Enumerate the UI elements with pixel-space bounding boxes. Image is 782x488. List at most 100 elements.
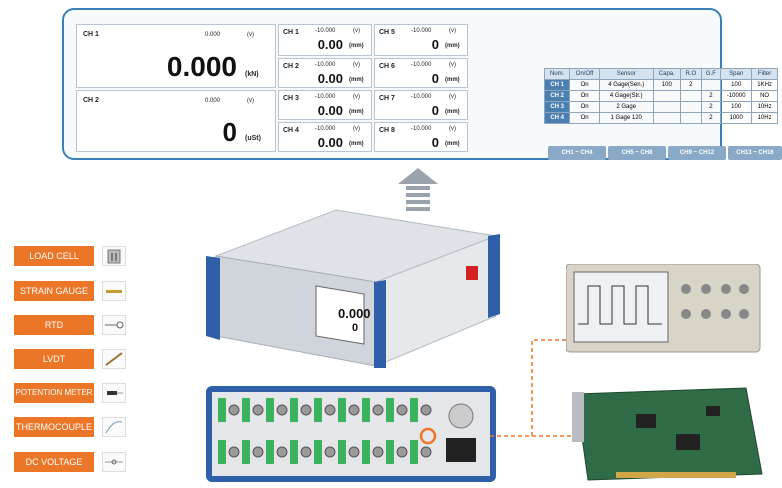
bnc-connector (300, 446, 312, 458)
sensor-table-cell (652, 112, 682, 124)
sensor-tag-lvdt: LVDT (14, 349, 94, 369)
sensor-table-cell: 1000 (720, 112, 753, 124)
channel-value: 0 (431, 71, 439, 86)
channel-small-unit: (v) (353, 62, 360, 68)
terminal-block (338, 440, 346, 464)
sensor-table-cell: On (569, 101, 600, 113)
sensor-table-cell: 4 Gage(Sen.) (598, 79, 654, 91)
bnc-connector (300, 404, 312, 416)
device-front-value-1: 0.000 (338, 306, 371, 321)
channel-panel-8: CH 8-10.000(v)0(mm) (374, 122, 468, 152)
oscilloscope (566, 264, 761, 353)
terminal-block (362, 440, 370, 464)
sensor-table-cell: On (569, 90, 600, 102)
terminal-block (410, 398, 418, 422)
sensor-table-cell: -10000 (720, 90, 753, 102)
channel-value: 0.00 (317, 135, 343, 150)
sensor-table-cell: 10Hz (751, 112, 778, 124)
channel-small-value: -10.000 (411, 28, 432, 34)
channel-panel-6: CH 6-10.000(v)0(mm) (374, 58, 468, 88)
ch2-label: CH 2 (83, 97, 99, 104)
channel-value: 0 (431, 135, 439, 150)
channel-unit: (mm) (349, 109, 364, 115)
bnc-connector (276, 404, 288, 416)
sensor-table-header: G.F (700, 68, 722, 80)
channel-small-value: -10.000 (411, 62, 432, 68)
sensor-table-cell: 2 Gage (598, 101, 654, 113)
bnc-connector (252, 404, 264, 416)
sensor-table-cell: 10Hz (751, 101, 778, 113)
channel-label: CH 2 (283, 63, 299, 70)
sensor-table-cell: 100 (720, 79, 753, 91)
sensor-table-header: On/Off (569, 68, 600, 80)
sensor-table-cell: NO (751, 90, 778, 102)
strain-amplifier-device (206, 209, 500, 368)
sensor-table-cell: CH 1 (543, 79, 571, 91)
terminal-block (290, 440, 298, 464)
ch1-unit: (kN) (245, 71, 259, 78)
ch1-big-panel: CH 1 0.000 (v) 0.000 (kN) (76, 24, 276, 88)
sensor-table-cell: 2 (700, 101, 722, 113)
thermocouple-icon (102, 417, 126, 437)
sensor-tag-rtd: RTD (14, 315, 94, 335)
sensor-table-cell: On (569, 112, 600, 124)
channel-label: CH 5 (379, 29, 395, 36)
ch1-label: CH 1 (83, 31, 99, 38)
terminal-block (242, 440, 250, 464)
sensor-tag-dc-voltage: DC VOLTAGE (14, 452, 94, 472)
sensor-table-cell (680, 112, 702, 124)
ch2-unit: (uSt) (245, 135, 261, 142)
up-arrow-icon (398, 168, 438, 211)
strain-gauge-icon (102, 281, 126, 301)
bnc-connector (396, 404, 408, 416)
sensor-table-cell: CH 2 (543, 90, 571, 102)
lvdt-icon (102, 349, 126, 369)
terminal-block (218, 440, 226, 464)
ch1-ch4-button[interactable]: CH1 ~ CH4 (548, 146, 606, 160)
sensor-table-cell: On (569, 79, 600, 91)
bnc-connector (372, 446, 384, 458)
sensor-table-cell: CH 4 (543, 112, 571, 124)
channel-small-value: -10.000 (315, 126, 336, 132)
sensor-tag-thermocouple: THERMOCOUPLE (14, 417, 94, 437)
ch2-value: 0 (222, 117, 237, 147)
ch2-big-panel: CH 2 0.000 (v) 0 (uSt) (76, 90, 276, 152)
channel-label: CH 6 (379, 63, 395, 70)
channel-small-value: -10.000 (315, 62, 336, 68)
bnc-connector (396, 446, 408, 458)
bnc-connector (420, 446, 432, 458)
sensor-table-cell: 2 (680, 79, 702, 91)
ch1-small-unit: (v) (247, 32, 254, 38)
channel-label: CH 8 (379, 127, 395, 134)
sensor-table-cell: 100 (652, 79, 682, 91)
terminal-block (266, 398, 274, 422)
bnc-connector (348, 404, 360, 416)
bnc-connector (324, 446, 336, 458)
sensor-table-cell (680, 101, 702, 113)
sensor-table-cell (680, 90, 702, 102)
channel-unit: (mm) (445, 109, 460, 115)
channel-panel-7: CH 7-10.000(v)0(mm) (374, 90, 468, 120)
ch9-ch12-button[interactable]: CH9 ~ CH12 (668, 146, 726, 160)
terminal-block (290, 398, 298, 422)
channel-panel-2: CH 2-10.000(v)0.00(mm) (278, 58, 372, 88)
ch13-ch16-button[interactable]: CH13 ~ CH16 (728, 146, 782, 160)
channel-value: 0 (431, 37, 439, 52)
sensor-table-header: Num. (543, 68, 571, 80)
sensor-table-cell (652, 90, 682, 102)
terminal-block (386, 398, 394, 422)
ch1-small-value: 0.000 (205, 32, 221, 38)
dc-voltage-icon (102, 452, 126, 472)
ch5-ch8-button[interactable]: CH5 ~ CH8 (608, 146, 666, 160)
channel-small-unit: (v) (353, 126, 360, 132)
terminal-block (242, 398, 250, 422)
bnc-connector (252, 446, 264, 458)
sensor-table-header: Filter (751, 68, 778, 80)
channel-small-unit: (v) (353, 28, 360, 34)
channel-small-value: -10.000 (411, 126, 432, 132)
